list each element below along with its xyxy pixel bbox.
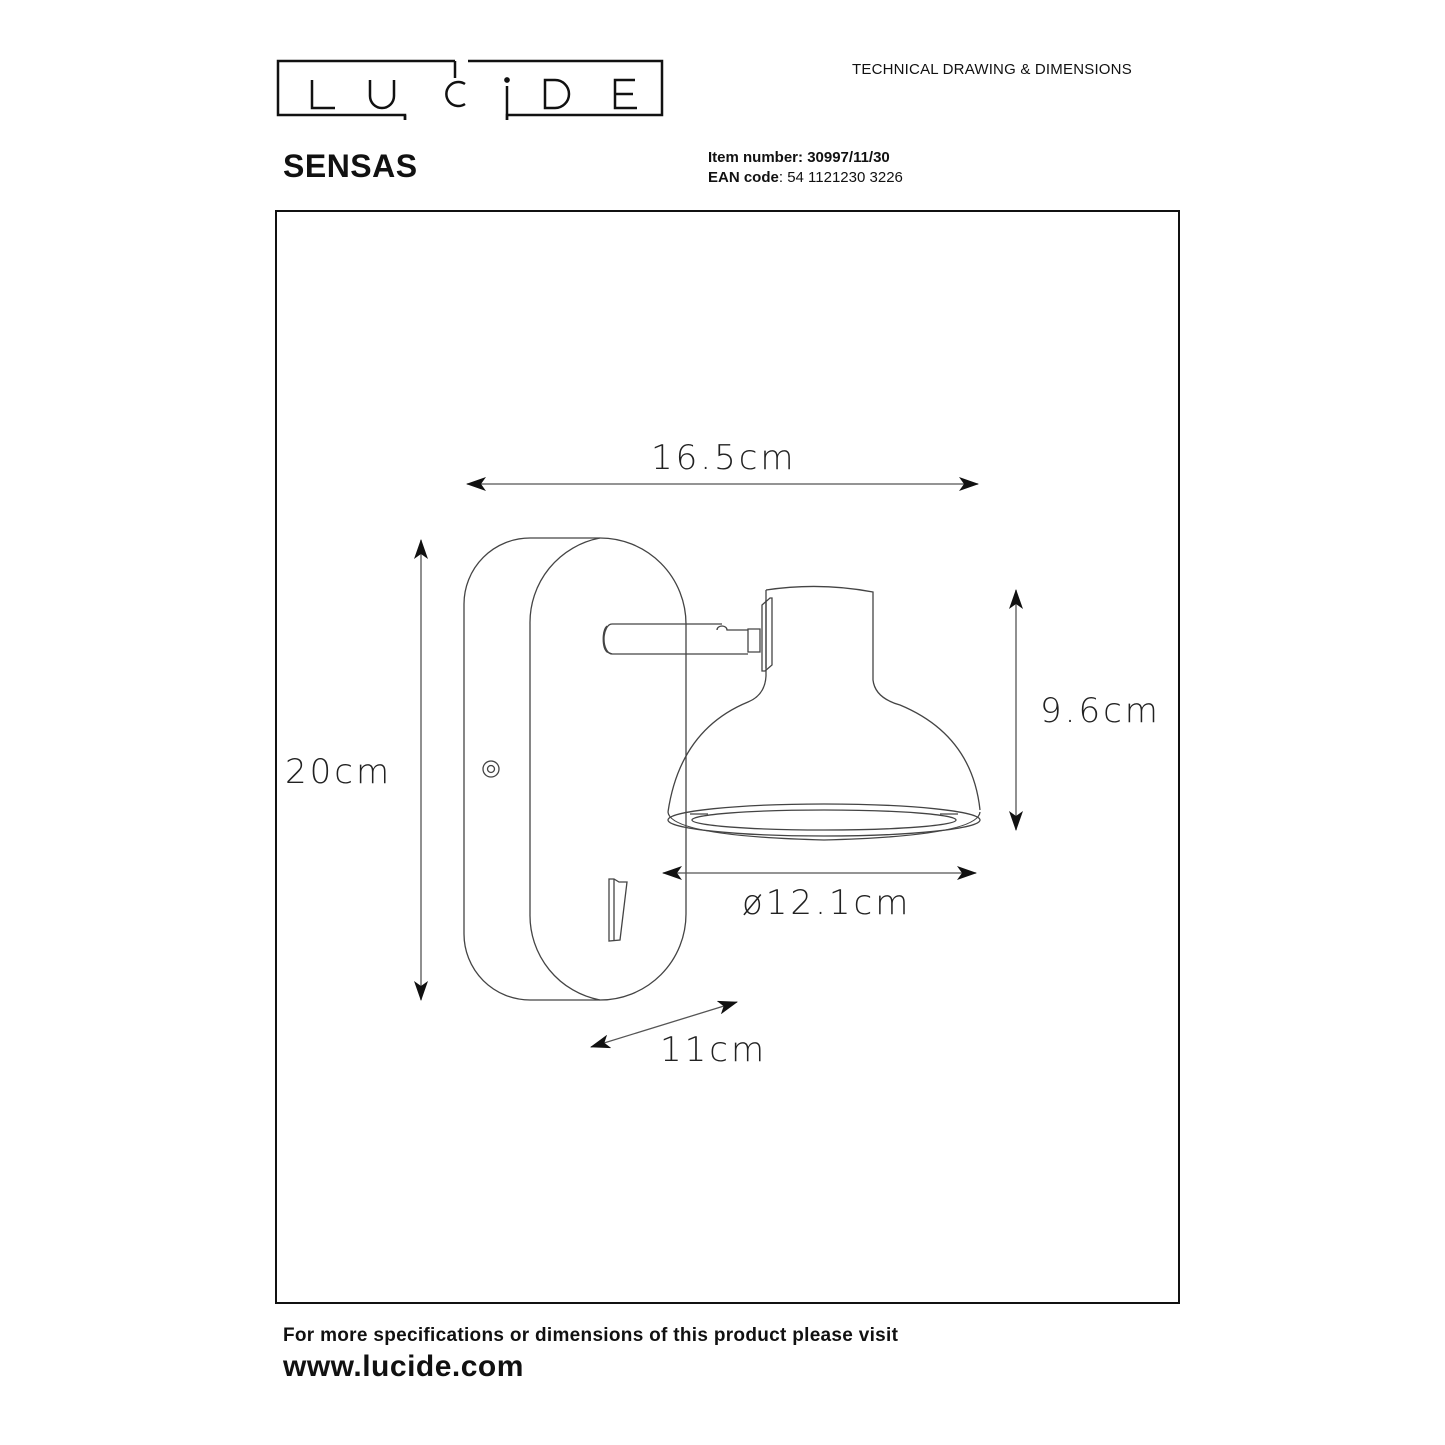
item-number-label: Item number	[708, 149, 799, 166]
lamp-arm	[602, 623, 761, 655]
width-dimension-label: 16.5cm	[651, 438, 797, 478]
dimension-lines	[414, 477, 1023, 1049]
screw-icon	[482, 760, 500, 778]
depth-dimension-line	[590, 1000, 738, 1049]
item-number-value: 30997/11/30	[807, 149, 890, 166]
lamp-shade	[667, 585, 981, 841]
brand-wordmark	[275, 58, 665, 120]
ean-row: EAN code: 54 1121230 3226	[708, 169, 903, 186]
height-dimension-label: 20cm	[285, 752, 393, 792]
depth-dimension-label: 11cm	[660, 1030, 768, 1070]
wall-plate	[463, 537, 687, 1001]
drawing-frame	[275, 210, 1180, 1304]
footer-url-link[interactable]: www.lucide.com	[283, 1350, 524, 1383]
footer-note: For more specifications or dimensions of…	[283, 1325, 899, 1346]
brand-letters	[310, 70, 637, 120]
shade-diameter-dimension-label: ø12.1cm	[742, 883, 912, 923]
shade-height-dimension-label: 9.6cm	[1040, 691, 1161, 731]
document-type-label: TECHNICAL DRAWING & DIMENSIONS	[852, 61, 1132, 78]
ean-label: EAN code	[708, 169, 779, 186]
item-number-row: Item number: 30997/11/30	[708, 149, 890, 166]
product-name: SENSAS	[283, 148, 418, 184]
ean-value: 54 1121230 3226	[787, 169, 903, 186]
switch-icon	[608, 878, 628, 942]
product-meta: Item number: 30997/11/30 EAN code: 54 11…	[708, 148, 903, 188]
